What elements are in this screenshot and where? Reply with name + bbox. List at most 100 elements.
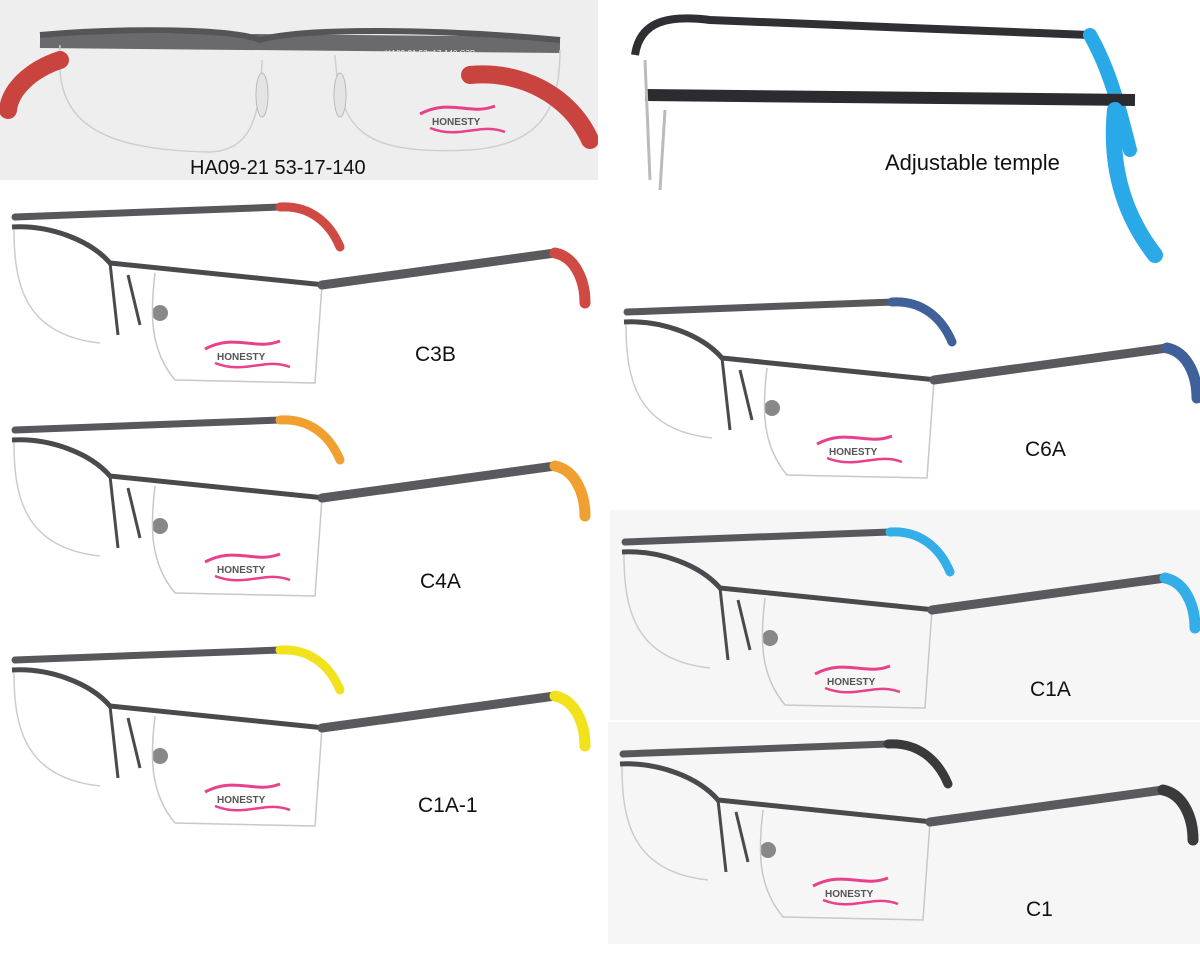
brand-logo: HONESTY xyxy=(217,565,266,576)
far-temple-tip xyxy=(275,645,345,695)
far-temple-tip xyxy=(275,415,345,465)
near-temple xyxy=(317,691,560,733)
near-temple xyxy=(317,461,560,503)
far-temple xyxy=(11,646,284,664)
variant-code: C1 xyxy=(1026,898,1053,921)
far-temple xyxy=(619,740,892,758)
lens-nylon-line xyxy=(13,229,101,344)
far-temple-tip xyxy=(887,297,957,347)
variant-code: C1A-1 xyxy=(418,794,478,817)
frame-rim xyxy=(39,27,561,44)
brand-swoosh xyxy=(204,339,281,351)
frame-rim xyxy=(619,761,934,825)
brand-swoosh xyxy=(214,804,291,812)
upper-temple-tip xyxy=(1083,28,1137,157)
brand-logo: HONESTY xyxy=(825,889,874,900)
right-lens-line xyxy=(334,49,561,152)
variant-code: C3B xyxy=(415,343,456,366)
far-temple xyxy=(621,528,894,546)
near-temple-tip xyxy=(1157,784,1199,846)
glasses-c6a-image: HONESTY xyxy=(623,297,1200,479)
variant-photo-c3b: HONESTY C3B xyxy=(0,185,600,395)
brand-swoosh xyxy=(204,552,281,564)
near-temple-tip xyxy=(549,690,591,752)
variant-photo-c1a-1: HONESTY C1A-1 xyxy=(0,628,600,853)
temple-detail-photo: Adjustable temple xyxy=(610,0,1200,265)
variant-photo-c4a: HONESTY C4A xyxy=(0,398,600,623)
front-view-glasses-image: HA09-21 53□17-140 C3B HONESTY xyxy=(0,27,598,153)
brand-swoosh xyxy=(816,434,893,446)
bridge xyxy=(108,475,142,549)
lens-nylon-line xyxy=(623,554,711,669)
near-temple-tip xyxy=(1159,572,1200,634)
brand-logo: HONESTY xyxy=(432,117,481,128)
brand-logo: HONESTY xyxy=(827,677,876,688)
far-temple-tip xyxy=(885,527,955,577)
lens-nylon-line xyxy=(13,442,101,557)
nose-pad xyxy=(152,518,168,534)
brand-swoosh xyxy=(822,898,899,906)
brand-logo: HONESTY xyxy=(829,447,878,458)
temple-bar xyxy=(39,32,561,53)
brand-swoosh xyxy=(826,456,903,464)
brand-swoosh xyxy=(824,686,901,694)
lower-temple xyxy=(644,89,1136,106)
frame-rim xyxy=(11,667,326,731)
nose-pad xyxy=(760,842,776,858)
near-temple xyxy=(929,343,1172,385)
frame-rim xyxy=(621,549,936,613)
bridge xyxy=(718,587,752,661)
far-temple xyxy=(11,416,284,434)
variant-code: C4A xyxy=(420,570,461,593)
lens-nylon-line xyxy=(763,367,935,479)
variant-photo-c6a: HONESTY C6A xyxy=(612,280,1200,505)
nose-pad xyxy=(764,400,780,416)
near-temple xyxy=(925,785,1168,827)
brand-logo: HONESTY xyxy=(217,795,266,806)
nose-pad xyxy=(762,630,778,646)
glasses-c1-image: HONESTY xyxy=(619,739,1199,921)
lens-nylon-line xyxy=(621,766,709,881)
frame-rim xyxy=(11,437,326,501)
nose-pad xyxy=(152,305,168,321)
nose-pad-arm xyxy=(643,59,667,191)
brand-swoosh xyxy=(214,574,291,582)
model-caption: HA09-21 53-17-140 xyxy=(190,157,366,179)
nose-pad xyxy=(152,748,168,764)
glasses-c3b-image: HONESTY xyxy=(11,202,591,384)
lens-nylon-line xyxy=(13,672,101,787)
lens-nylon-line xyxy=(151,715,323,827)
brand-swoosh xyxy=(204,782,281,794)
nose-pad xyxy=(255,72,269,118)
lower-temple-tip xyxy=(1105,102,1163,263)
bridge xyxy=(720,357,754,431)
left-temple-tip xyxy=(0,51,69,119)
frame-rim xyxy=(623,319,938,383)
far-temple xyxy=(623,298,896,316)
hero-photo: HA09-21 53□17-140 C3B HONESTY HA09-21 53-… xyxy=(0,0,598,180)
bridge xyxy=(108,705,142,779)
brand-swoosh xyxy=(419,104,496,116)
variant-photo-c1a: HONESTY C1A xyxy=(610,510,1200,720)
bridge xyxy=(716,799,750,873)
far-temple xyxy=(11,203,284,221)
nose-pad xyxy=(333,72,347,118)
near-temple xyxy=(317,248,560,290)
brand-swoosh xyxy=(812,876,889,888)
variant-code: C6A xyxy=(1025,438,1066,461)
near-temple-tip xyxy=(549,460,591,522)
brand-swoosh xyxy=(429,126,506,134)
lens-nylon-line xyxy=(625,324,713,439)
lens-nylon-line xyxy=(759,809,931,921)
variant-code: C1A xyxy=(1030,678,1071,701)
far-temple-tip xyxy=(275,202,345,252)
temple-print: HA09-21 53□17-140 C3B xyxy=(385,49,475,58)
glasses-c4a-image: HONESTY xyxy=(11,415,591,597)
brand-swoosh xyxy=(214,361,291,369)
right-temple-tip xyxy=(461,65,598,149)
lens-nylon-line xyxy=(761,597,933,709)
brand-swoosh xyxy=(814,664,891,676)
glasses-c1a-image: HONESTY xyxy=(621,527,1200,709)
frame-rim xyxy=(11,224,326,288)
near-temple-tip xyxy=(549,247,591,309)
